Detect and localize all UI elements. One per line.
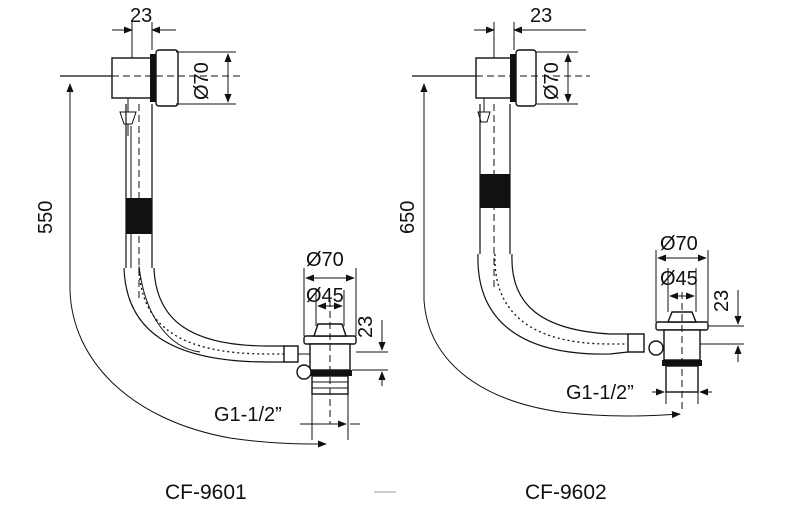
label-width-top: 23 xyxy=(530,5,552,27)
label-thread: G1-1/2” xyxy=(214,404,282,426)
label-height: 23 xyxy=(711,290,733,312)
dim-length xyxy=(66,83,327,448)
model-label: CF-9601 xyxy=(165,481,247,504)
vertical-pipe xyxy=(479,104,511,290)
flexible-hose xyxy=(123,265,286,363)
dim-width-top xyxy=(474,22,586,58)
label-thread: G1-1/2” xyxy=(566,382,634,404)
drawing-cf-9602: 23 Ø70 xyxy=(397,5,744,504)
label-width-top: 23 xyxy=(130,5,152,27)
overflow-head xyxy=(412,49,590,123)
dim-width-top xyxy=(112,22,176,58)
overflow-head xyxy=(60,49,240,136)
dim-height xyxy=(352,320,388,386)
label-dia-outer: Ø70 xyxy=(660,233,698,255)
label-dia-top: Ø70 xyxy=(541,62,563,100)
model-label: CF-9602 xyxy=(525,481,607,504)
dim-length xyxy=(420,83,681,419)
label-dia-inner: Ø45 xyxy=(660,268,698,290)
label-dia-inner: Ø45 xyxy=(306,285,344,307)
label-dia-top: Ø70 xyxy=(191,62,213,100)
label-height: 23 xyxy=(355,316,377,338)
flexible-hose xyxy=(477,253,629,355)
drawing-cf-9601: 23 Ø70 xyxy=(35,5,388,504)
waste-outlet xyxy=(283,300,357,424)
label-length: 650 xyxy=(397,201,419,234)
dim-height xyxy=(700,290,744,362)
label-length: 550 xyxy=(35,201,57,234)
vertical-pipe xyxy=(125,104,153,300)
label-dia-outer: Ø70 xyxy=(306,249,344,271)
